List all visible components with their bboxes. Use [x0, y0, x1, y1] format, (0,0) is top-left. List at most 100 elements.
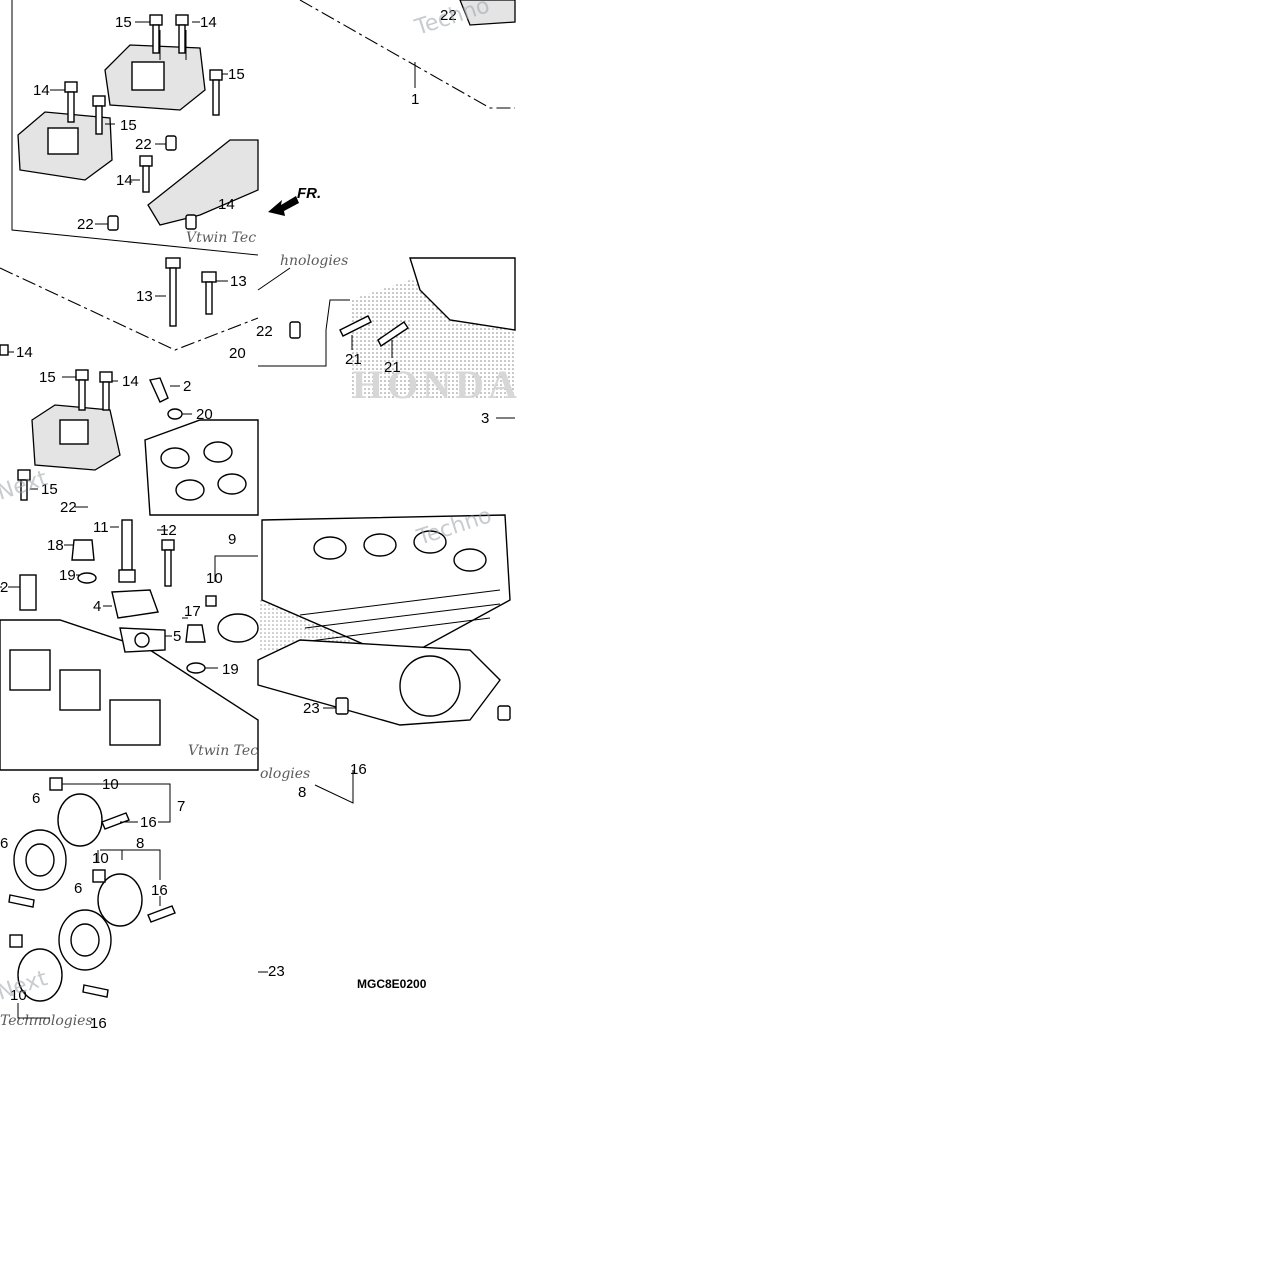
- bolt-icon: [0, 344, 113, 501]
- direction-label: FR.: [297, 185, 321, 202]
- callout-22: 22: [135, 136, 152, 153]
- washer-icon: [77, 572, 206, 674]
- holder-window: [131, 61, 165, 91]
- callout-10: 10: [102, 776, 119, 793]
- callout-5: 5: [173, 628, 181, 645]
- callout-14: 14: [218, 196, 235, 213]
- callout-6: 6: [74, 880, 82, 897]
- callout-18: 18: [47, 537, 64, 554]
- callout-10: 10: [92, 850, 109, 867]
- watermark: Technologies: [0, 1013, 93, 1029]
- holder-window: [47, 127, 79, 155]
- tile-head-studs: HONDA 22 20 21 21 3 hnologies: [229, 253, 521, 427]
- callout-20: 20: [229, 345, 246, 362]
- head-port-icons: [313, 530, 487, 572]
- gasket-bore: [399, 655, 461, 717]
- callout-17: 17: [184, 603, 201, 620]
- hose-clamp-icon: [205, 595, 259, 643]
- front-arrow-icon: [268, 196, 299, 216]
- stud-bolt-icon: [339, 315, 409, 348]
- bolt-icon: [19, 539, 175, 611]
- callout-16: 16: [350, 761, 367, 778]
- watermark: Vtwin Tec: [188, 743, 258, 759]
- callout-23: 23: [268, 963, 285, 980]
- callout-15: 15: [39, 369, 56, 386]
- dowel-pin-icon: [335, 697, 511, 721]
- cylinder-head: [144, 419, 259, 516]
- gasket-ring-icon: [119, 627, 166, 653]
- tile-insulators: 10 7 6 16 8 6 10 16 6 10 16 8 23 16 Next…: [0, 761, 367, 1032]
- callout-19: 19: [59, 567, 76, 584]
- tile-rocker-holders: FR. 15 14 15 14 15 22 14 14 22 13 13 Vtw…: [0, 0, 321, 351]
- callout-14: 14: [33, 82, 50, 99]
- callout-7: 7: [177, 798, 185, 815]
- callout-22: 22: [440, 7, 457, 24]
- cylinder-head-edge: [459, 0, 516, 26]
- callout-22: 22: [77, 216, 94, 233]
- callout-10: 10: [206, 570, 223, 587]
- cylinder-head-gasket: [257, 639, 501, 726]
- tile-head-outline: 1 22 Techno: [299, 0, 516, 109]
- callout-8: 8: [136, 835, 144, 852]
- callout-3: 3: [481, 410, 489, 427]
- callout-22: 22: [256, 323, 273, 340]
- hose-clamp-icon: [17, 793, 143, 1002]
- callout-14: 14: [122, 373, 139, 390]
- watermark: Techno: [411, 0, 493, 41]
- spark-plug-icon: [118, 519, 136, 583]
- head-fins: [299, 589, 501, 642]
- brand-watermark: HONDA: [352, 362, 521, 407]
- ignition-coil-icon: [111, 589, 159, 619]
- callout-20: 20: [196, 406, 213, 423]
- callout-10: 10: [10, 987, 27, 1004]
- callout-11: 11: [93, 519, 109, 536]
- callout-19: 19: [222, 661, 239, 678]
- callout-13: 13: [136, 288, 153, 305]
- cap-nut-icon: [71, 539, 206, 643]
- tile-head-holders: 14 15 14 2 20 15 22 Next: [0, 344, 259, 516]
- head-port-icons: [160, 441, 247, 501]
- watermark: ologies: [260, 766, 310, 782]
- callout-14: 14: [200, 14, 217, 31]
- cylinder-head: [409, 257, 516, 331]
- callout-2: 2: [0, 579, 8, 596]
- callout-16: 16: [151, 882, 168, 899]
- holder-window: [59, 419, 89, 445]
- tile-plug-cover: 11 12 9 18 19 10 2 4 17 5 19 Vtwin Tec: [0, 519, 259, 771]
- callout-4: 4: [93, 598, 101, 615]
- callout-15: 15: [115, 14, 132, 31]
- callout-13: 13: [230, 273, 247, 290]
- callout-14: 14: [16, 344, 33, 361]
- callout-16: 16: [140, 814, 157, 831]
- callout-15: 15: [41, 481, 58, 498]
- callout-12: 12: [160, 522, 177, 539]
- rocker-holder: [147, 139, 259, 226]
- callout-6: 6: [32, 790, 40, 807]
- watermark: Vtwin Tec: [186, 230, 256, 246]
- callout-22: 22: [60, 499, 77, 516]
- head-cover-pockets: [9, 649, 161, 746]
- callout-23: 23: [303, 700, 320, 717]
- screw-icon: [8, 812, 176, 998]
- clamp-nut-icon: [9, 777, 106, 948]
- tile-head-gasket: 23 Techno: [257, 503, 511, 726]
- diagram-code: MGC8E0200: [357, 977, 427, 991]
- dowel-pin-icon: [107, 135, 301, 339]
- bolt-icon: [64, 14, 223, 327]
- callout-2: 2: [183, 378, 191, 395]
- spark-plug-tube-icon: [148, 377, 183, 420]
- callout-15: 15: [228, 66, 245, 83]
- callout-1: 1: [411, 91, 419, 108]
- callout-14: 14: [116, 172, 133, 189]
- watermark: hnologies: [280, 253, 348, 269]
- callout-9: 9: [228, 531, 236, 548]
- insulator-icon: [13, 829, 112, 971]
- callout-15: 15: [120, 117, 137, 134]
- callout-21: 21: [345, 351, 362, 368]
- callout-21: 21: [384, 359, 401, 376]
- callout-16: 16: [90, 1015, 107, 1032]
- cylinder-head-cover: [0, 619, 259, 771]
- callout-8: 8: [298, 784, 306, 801]
- callout-6: 6: [0, 835, 8, 852]
